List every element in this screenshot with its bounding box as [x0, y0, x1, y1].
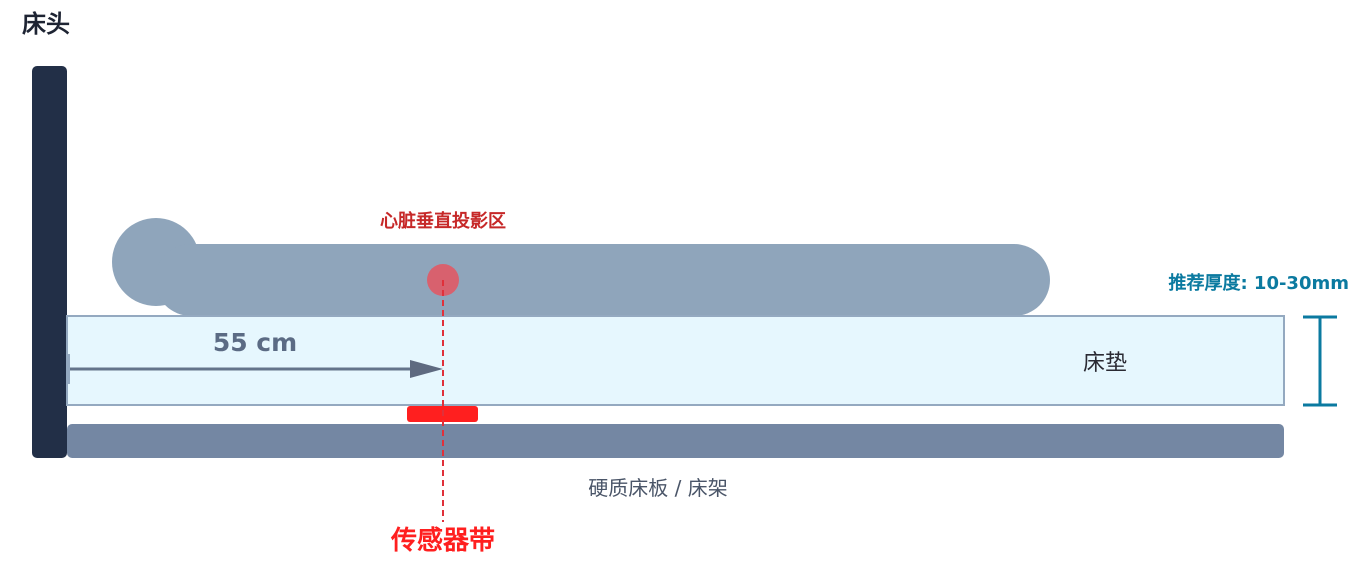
person-body	[155, 244, 1050, 316]
sensor-label: 传感器带	[390, 526, 495, 556]
heart-projection-label: 心脏垂直投影区	[380, 210, 506, 232]
thickness-bracket-icon	[1303, 315, 1337, 407]
distance-arrow	[68, 354, 443, 384]
thickness-label: 推荐厚度: 10-30mm	[1168, 272, 1349, 294]
mattress	[66, 315, 1285, 406]
distance-label: 55 cm	[213, 328, 297, 357]
bed-frame	[67, 424, 1284, 458]
person-silhouette	[112, 218, 1050, 316]
mattress-label: 床垫	[1083, 351, 1127, 376]
headboard-title: 床头	[22, 10, 70, 38]
frame-label: 硬质床板 / 床架	[588, 476, 727, 500]
headboard	[32, 66, 67, 458]
